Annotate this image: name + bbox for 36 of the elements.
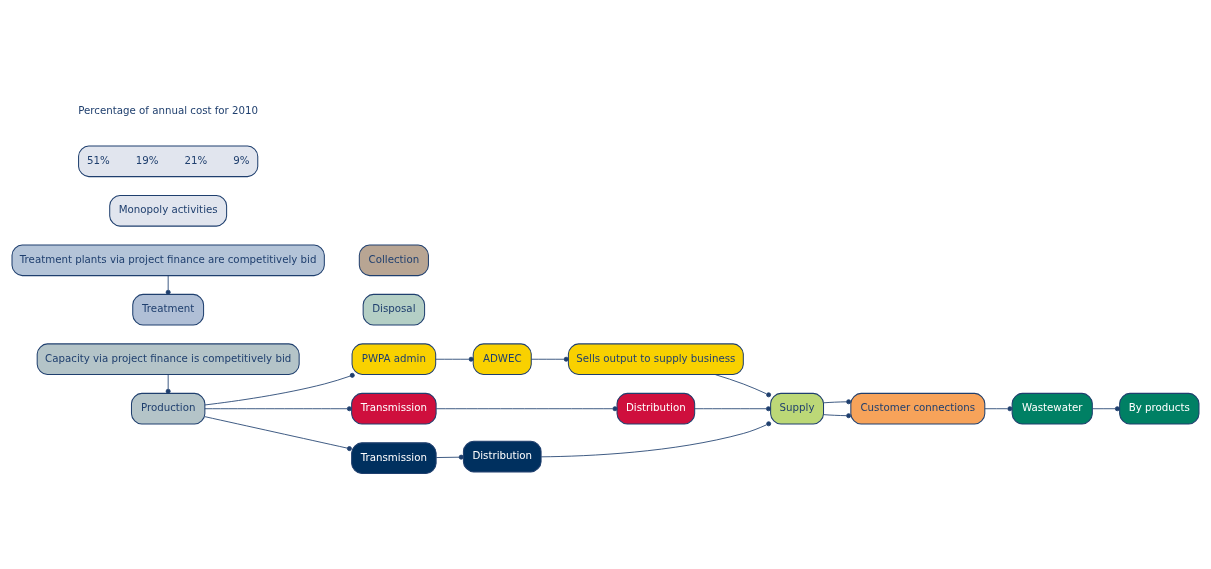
connector [204, 372, 355, 405]
node-box: ADWEC [472, 342, 532, 375]
connector [435, 454, 464, 460]
node-box: Monopoly activities [109, 194, 228, 227]
node-box: Distribution [616, 392, 696, 425]
node-box: Transmission [351, 392, 437, 425]
node-box: Capacity via project finance is competitively bid [36, 342, 300, 375]
node-box: PWPA admin [351, 342, 437, 375]
label: Percentage of annual cost for 2010 [78, 103, 259, 116]
node-box: Production [130, 392, 206, 425]
node-box: Transmission [351, 441, 437, 474]
connector [204, 405, 352, 411]
connector [204, 415, 352, 451]
node-box: Customer connections [850, 392, 986, 425]
node-box: Supply [770, 392, 825, 425]
connector [165, 373, 171, 394]
connector [165, 274, 171, 295]
connector [435, 405, 618, 411]
connector [984, 405, 1013, 411]
connector [714, 373, 772, 397]
node-box: Disposal [362, 293, 426, 326]
node-box: By products [1119, 392, 1200, 425]
node-box: Wastewater [1011, 392, 1093, 425]
node-box: Distribution [462, 440, 542, 472]
node-box: Collection [358, 243, 429, 276]
connector [823, 412, 852, 418]
connector [1092, 405, 1120, 411]
node-box: 51% 19% 21% 9% [78, 144, 259, 177]
node-box: Treatment [132, 293, 205, 326]
connector [540, 420, 772, 457]
connector [530, 356, 569, 362]
connector [823, 398, 852, 404]
node-box: Sells output to supply business [567, 342, 744, 375]
connector [694, 405, 771, 411]
connector [435, 356, 474, 362]
node-box: Treatment plants via project finance are competitively bid [11, 243, 325, 276]
